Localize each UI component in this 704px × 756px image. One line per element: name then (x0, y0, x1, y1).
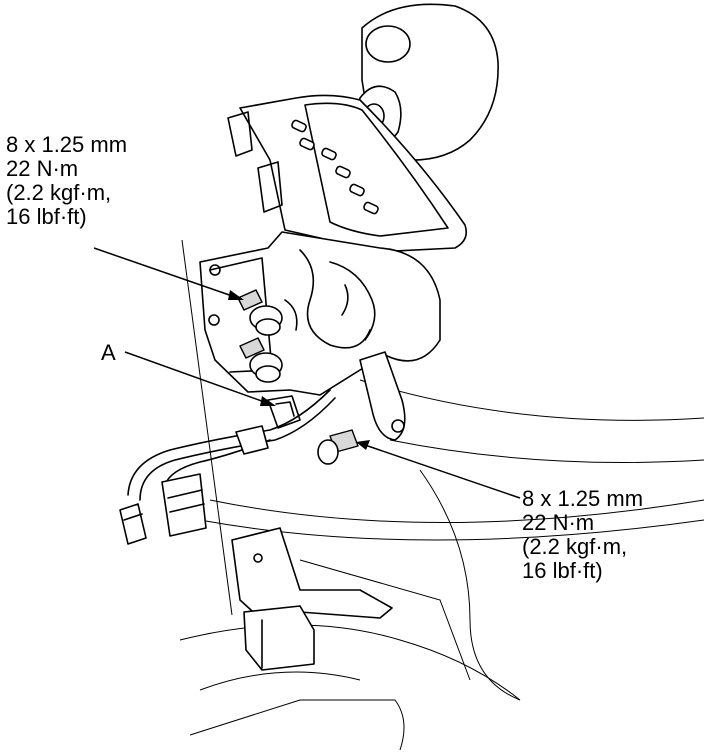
lower-mount-bolt (239, 337, 283, 383)
upper-mount-bolt (237, 289, 283, 336)
left-bolt-size: 8 x 1.25 mm (6, 132, 128, 157)
right-bolt-torque-spec: 8 x 1.25 mm 22 N·m (2.2 kgf·m, 16 lbf·ft… (522, 487, 643, 583)
harness-clip-a (267, 395, 301, 429)
harness-connector-large (161, 473, 207, 537)
right-torque-lbf: 16 lbf·ft) (522, 558, 603, 583)
left-torque-lbf: 16 lbf·ft) (6, 204, 87, 229)
rear-mount-bolt (317, 429, 359, 465)
wire-harness (127, 389, 336, 501)
left-bolt-torque-spec: 8 x 1.25 mm 22 N·m (2.2 kgf·m, 16 lbf·ft… (6, 133, 127, 229)
harness-connector-small (119, 503, 147, 545)
left-torque-kgf: (2.2 kgf·m, (6, 180, 112, 205)
lower-mount-bracket (231, 527, 393, 671)
part-a-label: A (101, 340, 116, 365)
console-floor (179, 239, 704, 751)
right-torque-kgf: (2.2 kgf·m, (522, 534, 628, 559)
right-bolt-size: 8 x 1.25 mm (522, 486, 644, 511)
leader-lines (93, 247, 521, 499)
shift-lever-housing (199, 231, 441, 441)
shift-gate-bezel (227, 94, 468, 253)
right-torque-nm: 22 N·m (522, 510, 595, 535)
left-torque-nm: 22 N·m (6, 156, 79, 181)
